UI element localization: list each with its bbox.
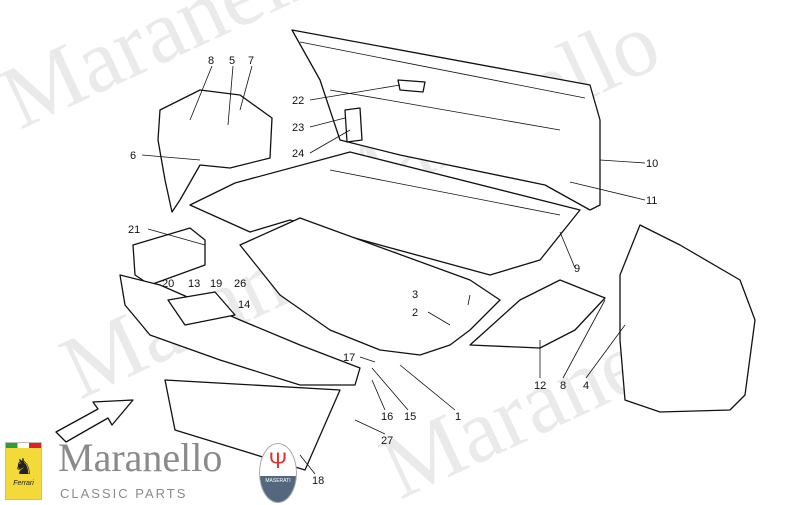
callout: 17 — [343, 352, 355, 364]
part-bracket-plate[interactable] — [167, 291, 236, 326]
callout: 1 — [455, 411, 461, 423]
callout: 27 — [381, 435, 393, 447]
callout: 20 — [162, 278, 174, 290]
callout: 15 — [404, 411, 416, 423]
part-right-panel[interactable] — [619, 224, 756, 413]
callout: 8 — [560, 380, 566, 392]
part-vent-grille[interactable] — [132, 227, 206, 286]
part-lower-panel[interactable] — [164, 379, 341, 471]
brand-subtitle: CLASSIC PARTS — [60, 486, 188, 501]
callout: 12 — [534, 380, 546, 392]
ferrari-logo-text: Ferrari — [13, 480, 34, 487]
callout: 23 — [292, 122, 304, 134]
prancing-horse-icon: ♞ — [13, 454, 34, 479]
callout: 19 — [210, 278, 222, 290]
part-handle[interactable] — [397, 79, 426, 93]
callout: 9 — [574, 263, 580, 275]
leader-lines — [141, 65, 646, 475]
callout: 10 — [646, 158, 658, 170]
callout: 6 — [130, 150, 136, 162]
callout: 22 — [292, 95, 304, 107]
part-bracket[interactable] — [344, 107, 363, 143]
part-rear-panel[interactable] — [291, 29, 601, 211]
callout: 4 — [583, 380, 589, 392]
part-floor-cover[interactable] — [189, 151, 581, 276]
callout: 8 — [208, 55, 214, 67]
callout: 11 — [646, 195, 657, 207]
callout: 16 — [381, 411, 393, 423]
callout: 7 — [248, 55, 254, 67]
callout: 26 — [234, 278, 246, 290]
callout: 5 — [229, 55, 235, 67]
maserati-logo-text: MASERATI — [265, 478, 291, 484]
callout: 2 — [412, 307, 418, 319]
part-left-duct[interactable] — [157, 89, 273, 213]
callout-labels: 8 5 7 6 22 23 24 10 11 21 20 13 19 26 14… — [128, 55, 658, 487]
brand-name: Maranello — [58, 435, 223, 480]
part-trunk-tub[interactable] — [239, 217, 501, 356]
callout: 18 — [312, 475, 324, 487]
callout: 14 — [238, 299, 250, 311]
maserati-logo: Ψ MASERATI — [259, 443, 297, 503]
ferrari-logo: ♞ Ferrari — [5, 442, 42, 500]
callout: 3 — [412, 289, 418, 301]
trident-icon: Ψ — [268, 448, 288, 473]
callout: 13 — [188, 278, 200, 290]
callout: 21 — [128, 224, 140, 236]
part-arrow — [55, 399, 134, 443]
callout: 24 — [292, 148, 304, 160]
